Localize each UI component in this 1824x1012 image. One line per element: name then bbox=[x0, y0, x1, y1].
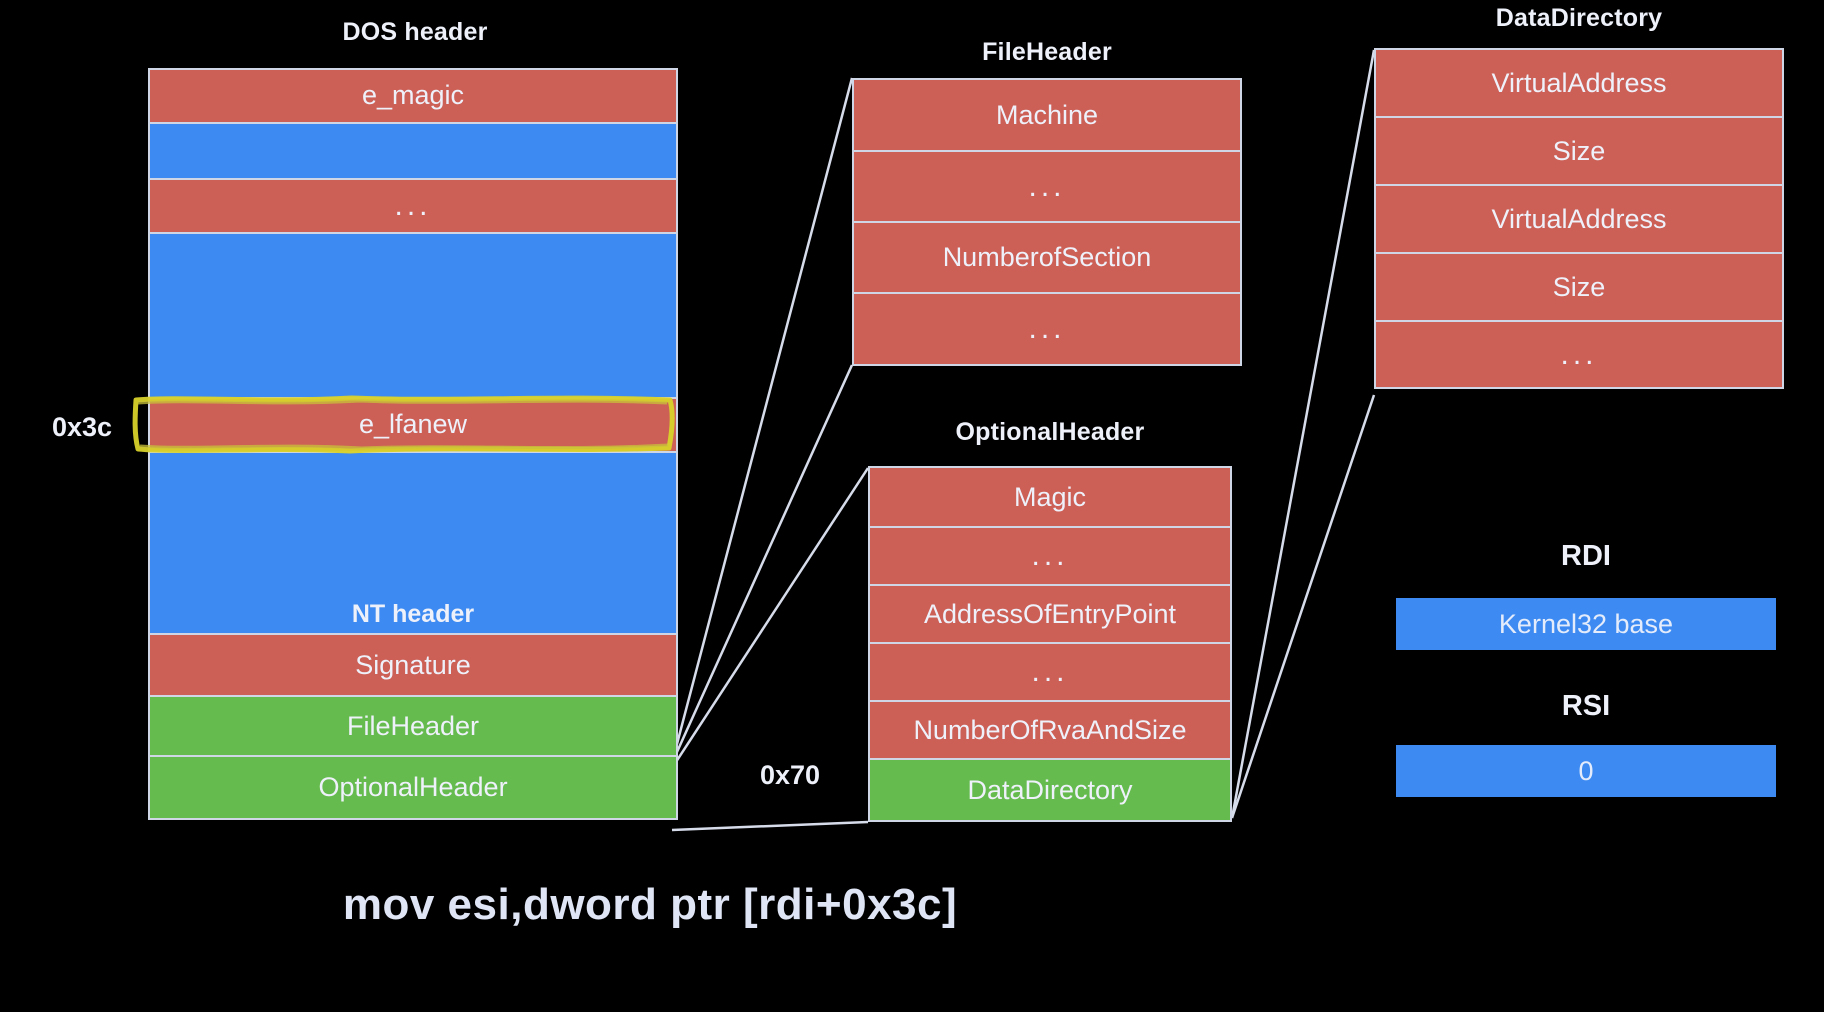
optionalheader-field-magic[interactable]: Magic bbox=[870, 468, 1230, 528]
dos-field-e-magic[interactable]: e_magic bbox=[150, 70, 676, 124]
connector-datadirectory-bottom bbox=[1230, 394, 1376, 819]
fileheader-struct: Machine ... NumberofSection ... bbox=[852, 78, 1242, 366]
instruction-caption: mov esi,dword ptr [rdi+0x3c] bbox=[342, 880, 958, 929]
datadirectory-field-size-2[interactable]: Size bbox=[1376, 254, 1782, 322]
optionalheader-field-ellipsis-1[interactable]: ... bbox=[870, 528, 1230, 586]
dos-header-title: DOS header bbox=[342, 18, 488, 46]
connector-fileheader-top bbox=[670, 77, 854, 764]
dos-field-fileheader[interactable]: FileHeader bbox=[150, 696, 676, 758]
datadirectory-struct: VirtualAddress Size VirtualAddress Size … bbox=[1374, 48, 1784, 389]
optionalheader-field-datadirectory[interactable]: DataDirectory bbox=[870, 760, 1230, 820]
dos-field-e-lfanew[interactable]: e_lfanew bbox=[150, 398, 676, 453]
optionalheader-field-ellipsis-2[interactable]: ... bbox=[870, 644, 1230, 702]
dos-field-nt-header: NT header bbox=[150, 452, 676, 636]
optionalheader-struct: Magic ... AddressOfEntryPoint ... Number… bbox=[868, 466, 1232, 822]
dos-field-filler-1 bbox=[150, 123, 676, 180]
fileheader-field-ellipsis-1[interactable]: ... bbox=[854, 152, 1240, 223]
register-value-rdi[interactable]: Kernel32 base bbox=[1396, 598, 1776, 650]
fileheader-title: FileHeader bbox=[982, 38, 1112, 66]
register-title-rsi: RSI bbox=[1561, 690, 1611, 722]
register-value-rsi[interactable]: 0 bbox=[1396, 745, 1776, 797]
offset-label-0x70: 0x70 bbox=[760, 760, 821, 790]
register-title-rdi: RDI bbox=[1561, 540, 1611, 572]
dos-header-struct: e_magic ... e_lfanew NT header Signature… bbox=[148, 68, 678, 820]
dos-field-filler-2 bbox=[150, 233, 676, 399]
optionalheader-title: OptionalHeader bbox=[955, 418, 1145, 446]
connector-fileheader-bottom bbox=[670, 364, 854, 764]
datadirectory-field-virtualaddress-1[interactable]: VirtualAddress bbox=[1376, 50, 1782, 118]
optionalheader-field-addressofentrypoint[interactable]: AddressOfEntryPoint bbox=[870, 586, 1230, 644]
datadirectory-field-size-1[interactable]: Size bbox=[1376, 118, 1782, 186]
fileheader-field-ellipsis-2[interactable]: ... bbox=[854, 294, 1240, 364]
connector-datadirectory-top bbox=[1230, 49, 1376, 819]
connector-optionalheader-bottom bbox=[671, 820, 869, 832]
datadirectory-field-ellipsis[interactable]: ... bbox=[1376, 322, 1782, 387]
offset-label-0x3c: 0x3c bbox=[52, 412, 113, 442]
fileheader-field-numberofsection[interactable]: NumberofSection bbox=[854, 223, 1240, 294]
dos-field-signature[interactable]: Signature bbox=[150, 635, 676, 697]
datadirectory-title: DataDirectory bbox=[1495, 4, 1663, 32]
dos-field-ellipsis-1[interactable]: ... bbox=[150, 179, 676, 234]
connector-optionalheader-top bbox=[670, 467, 870, 769]
datadirectory-field-virtualaddress-2[interactable]: VirtualAddress bbox=[1376, 186, 1782, 254]
dos-field-optionalheader[interactable]: OptionalHeader bbox=[150, 757, 676, 818]
fileheader-field-machine[interactable]: Machine bbox=[854, 80, 1240, 152]
optionalheader-field-numberofrvaandsize[interactable]: NumberOfRvaAndSize bbox=[870, 702, 1230, 760]
